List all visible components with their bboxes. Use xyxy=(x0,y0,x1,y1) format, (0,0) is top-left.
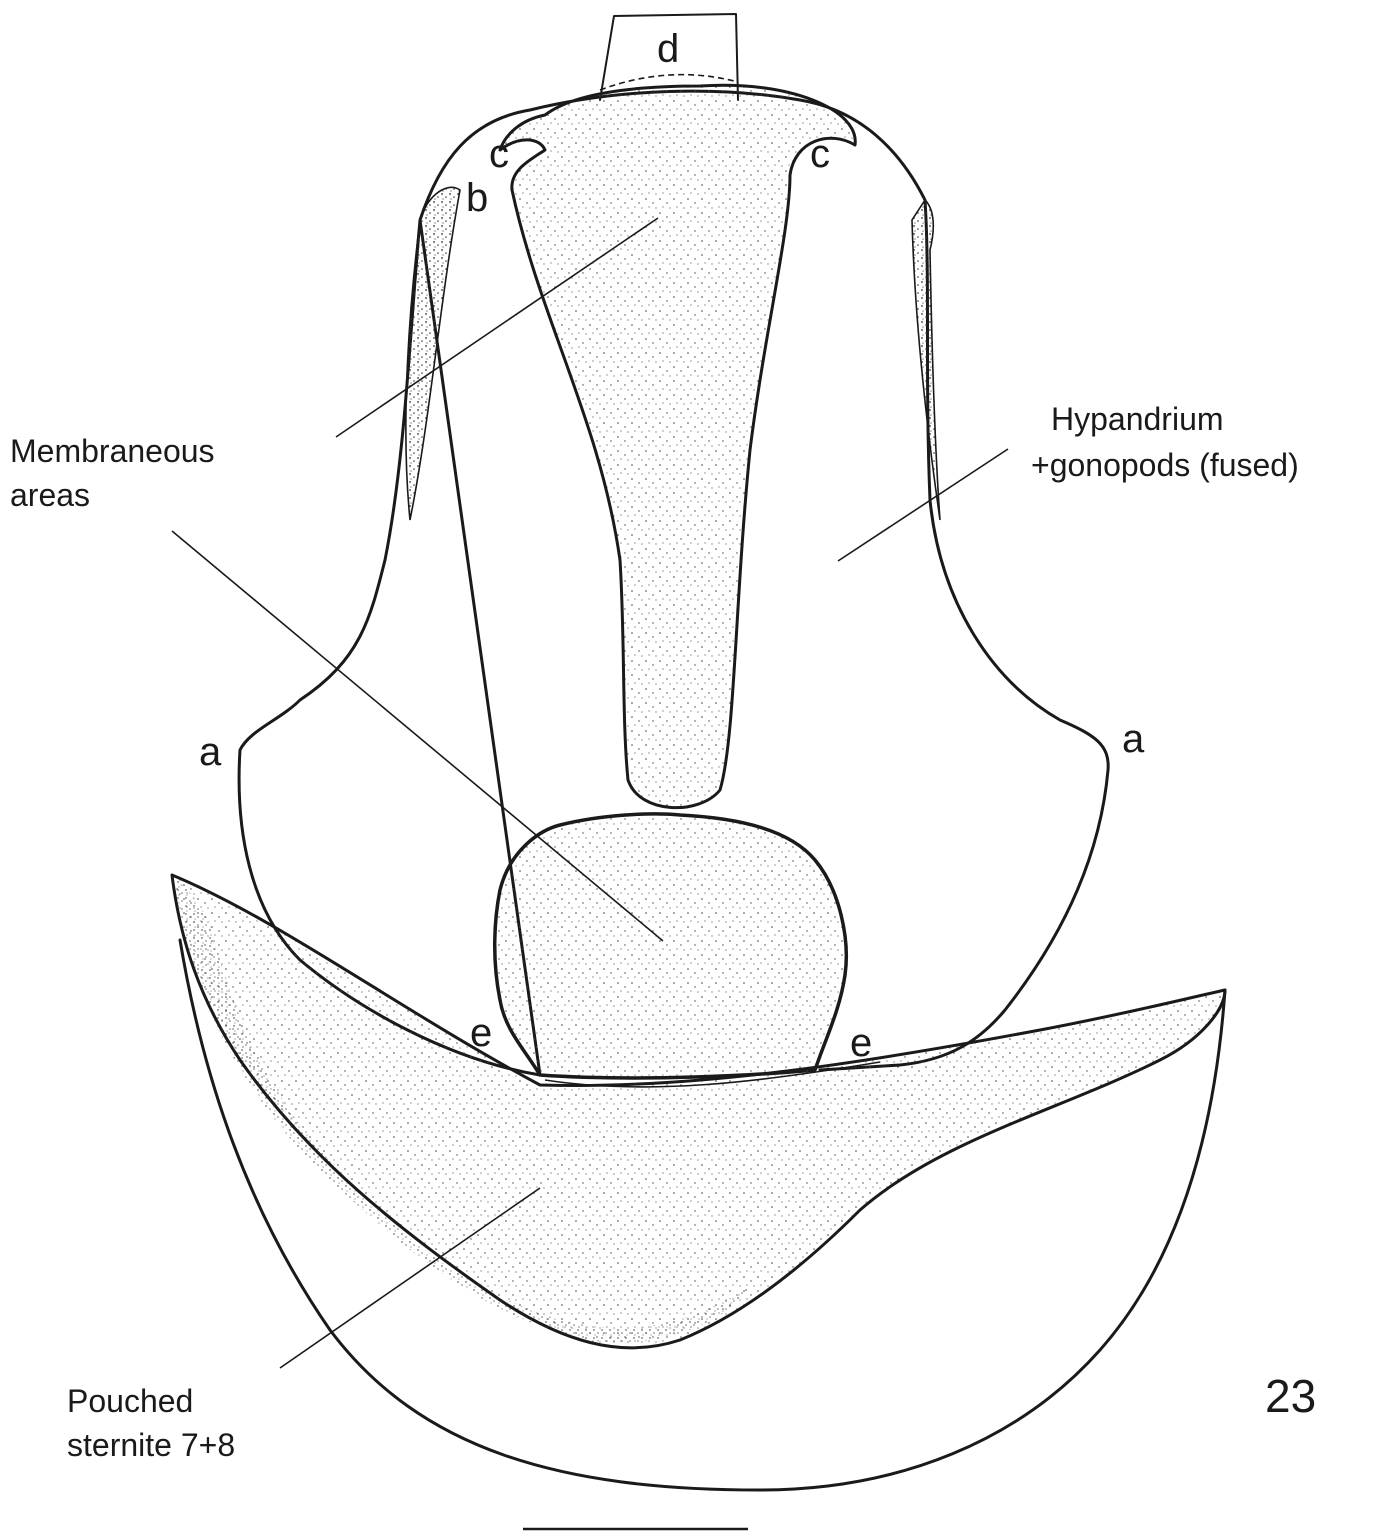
right-rim xyxy=(912,200,940,520)
point-label-d: d xyxy=(657,27,679,71)
label-hypandrium-line2: +gonopods (fused) xyxy=(1031,447,1299,483)
label-pouched-line1: Pouched xyxy=(67,1383,193,1419)
leader-hypandrium xyxy=(838,449,1008,561)
label-hypandrium-line1: Hypandrium xyxy=(1051,401,1224,437)
point-label-c-left: c xyxy=(489,132,509,176)
point-label-b: b xyxy=(466,176,488,220)
round-membraneous-area xyxy=(495,814,847,1078)
leader-membraneous-lower xyxy=(172,531,663,941)
label-membraneous-line1: Membraneous xyxy=(10,433,215,469)
label-pouched-line2: sternite 7+8 xyxy=(67,1427,235,1463)
figure-number: 23 xyxy=(1265,1370,1316,1422)
point-label-e-left: e xyxy=(470,1011,492,1055)
central-membraneous-area xyxy=(500,85,855,807)
point-label-c-right: c xyxy=(810,132,830,176)
label-membraneous-line2: areas xyxy=(10,477,90,513)
point-label-e-right: e xyxy=(850,1021,872,1065)
left-rim xyxy=(406,187,460,520)
point-label-a-right: a xyxy=(1122,717,1145,761)
point-label-a-left: a xyxy=(199,730,222,774)
